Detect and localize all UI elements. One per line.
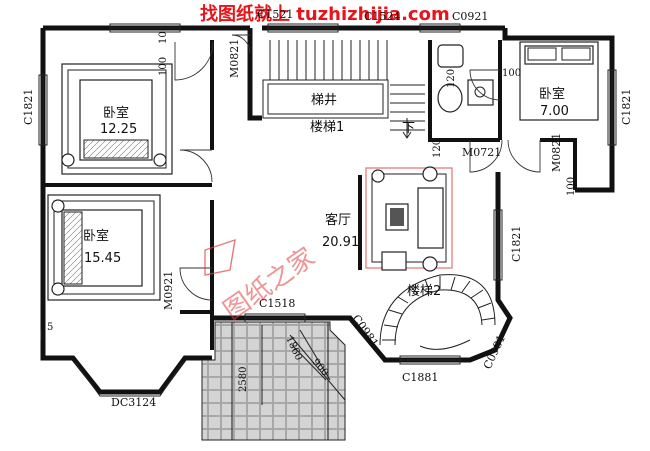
- watermark-site: 找图纸就上 tuzhizhijia.com: [200, 3, 450, 25]
- door-m0821-right: M0821: [550, 133, 563, 172]
- dim-100-d: 100: [566, 177, 577, 196]
- bed-7-00: [519, 41, 599, 121]
- door-m0921: M0921: [162, 271, 175, 310]
- room-living-area: 20.91: [322, 235, 359, 250]
- dim-5: 5: [47, 322, 53, 333]
- stairwell-label: 梯井: [311, 93, 337, 108]
- room-bedroom1-name: 卧室: [103, 105, 129, 121]
- stair2-label: 楼梯2: [407, 284, 441, 299]
- stair-down-label: 下: [402, 121, 415, 136]
- entry-porch: [201, 321, 346, 441]
- room-bedroom3-area: 7.00: [540, 104, 569, 119]
- dim-100-b: 100: [158, 57, 169, 76]
- window-c1521: C1521: [257, 8, 293, 21]
- window-c1821-left: C1821: [22, 89, 35, 125]
- dim-100-a: 100: [158, 25, 169, 44]
- dimension-ticks: [40, 330, 346, 401]
- room-bedroom3-name: 卧室: [539, 86, 565, 102]
- window-c0981-left: C0981: [350, 312, 382, 349]
- dim-120-a: 120: [446, 69, 457, 88]
- window-c1881: C1881: [402, 371, 438, 384]
- window-c1524: C1524: [364, 10, 400, 23]
- sofa-set: [365, 166, 453, 272]
- room-bedroom2-name: 卧室: [83, 228, 109, 244]
- window-c1821-mid: C1821: [510, 226, 523, 262]
- watermark-strokes: [204, 238, 236, 276]
- bed-12-25: [61, 63, 173, 175]
- room-bedroom2-area: 15.45: [84, 251, 121, 266]
- dim-120-b: 120: [432, 139, 443, 158]
- stair-2: [379, 274, 496, 350]
- stair-1: [262, 40, 425, 139]
- bed-15-45: [47, 194, 161, 301]
- door-swings: [174, 34, 541, 301]
- interior-walls: [43, 40, 577, 350]
- dim-2580: 2580: [238, 367, 249, 392]
- room-bedroom1-area: 12.25: [100, 122, 137, 137]
- window-c1821-right: C1821: [620, 89, 633, 125]
- stair1-label: 楼梯1: [310, 120, 344, 135]
- door-m0821-top: M0821: [228, 39, 241, 78]
- window-c0921: C0921: [452, 10, 488, 23]
- door-m0721: M0721: [462, 146, 501, 159]
- window-dc3124: DC3124: [111, 396, 156, 409]
- dim-100-c: 100: [502, 68, 521, 79]
- room-living-name: 客厅: [325, 212, 351, 228]
- window-c1518: C1518: [259, 297, 295, 310]
